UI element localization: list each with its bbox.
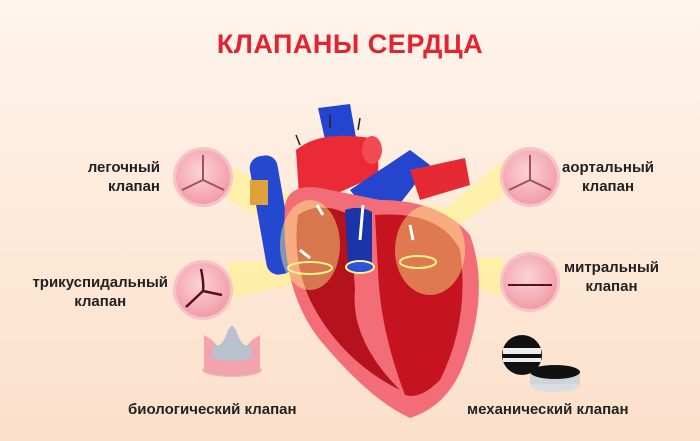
label-line: аортальный	[562, 159, 654, 176]
mitral-valve-label: митральный клапан	[564, 258, 659, 296]
pulmonary-valve-image	[176, 150, 230, 204]
biological-valve-label: биологический клапан	[128, 401, 297, 418]
aortic-valve-label: аортальный клапан	[562, 158, 654, 196]
label-line: клапан	[585, 278, 638, 295]
label-line: клапан	[74, 293, 127, 310]
biological-valve-image	[202, 325, 262, 377]
label-line: клапан	[107, 178, 160, 195]
label-line: митральный	[564, 259, 660, 276]
pulmonary-valve-label: легочный клапан	[88, 158, 160, 196]
mechanical-valve-label: механический клапан	[467, 401, 629, 418]
aortic-valve-image	[503, 150, 557, 204]
mitral-valve-image	[503, 255, 557, 309]
mechanical-valve-image	[502, 335, 580, 392]
diagram-title: КЛАПАНЫ СЕРДЦА	[216, 29, 484, 59]
tricuspid-valve-label: трикуспидальный клапан	[32, 273, 168, 311]
label-line: клапан	[581, 178, 635, 195]
label-line: трикуспидальный	[32, 274, 168, 291]
label-line: легочный	[87, 159, 160, 176]
tricuspid-valve-image	[176, 263, 230, 317]
